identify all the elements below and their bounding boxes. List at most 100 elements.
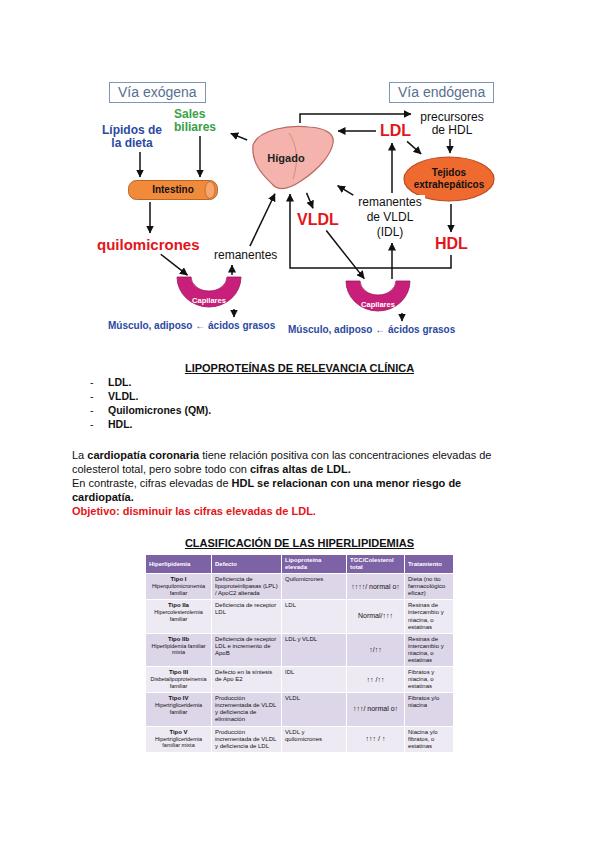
- flow-arrow: [233, 309, 235, 317]
- pathway-box: Vía endógena: [389, 82, 494, 103]
- cell-text: Resinas de intercambio y niacina, o esta…: [408, 636, 450, 664]
- cell-text: ↑/↑↑: [350, 646, 401, 654]
- remnant-label: remanentes: [212, 248, 279, 262]
- header-text: TGC/Colesterol total: [350, 557, 394, 570]
- table-cell: Tipo IIaHipercolesterolemia familiar: [146, 600, 212, 633]
- table-row: Tipo IVHipertrigliceridemia familiarProd…: [146, 693, 454, 726]
- pathway-box: Vía exógena: [109, 82, 206, 103]
- flow-arrow: [391, 143, 393, 193]
- bullet-item: -LDL.: [90, 376, 131, 389]
- flow-arrow: [407, 141, 421, 154]
- table-cell: ↑/↑↑: [347, 633, 405, 666]
- bullet-mark: -: [90, 418, 108, 431]
- bullet-item: -Quilomicrones (QM).: [90, 404, 211, 417]
- cell-text: Deficiencia de receptor LDL e incremento…: [215, 636, 278, 657]
- tissue-note: Músculo, adiposo ← ácidos grasos: [286, 324, 457, 336]
- table-cell: VLDL y quilomicrones: [282, 726, 347, 752]
- cell-text: Tipo IIb: [149, 636, 208, 643]
- remnant-label-text: remanentes: [214, 248, 277, 262]
- flow-arrow: [231, 133, 247, 140]
- bullet-item: -HDL.: [90, 418, 133, 431]
- capillary-bed-text: Capilares: [192, 296, 226, 305]
- section-heading: CLASIFICACIÓN DE LAS HIPERLIPIDEMIAS: [185, 537, 414, 549]
- table-cell: Deficiencia de receptor LDL e incremento…: [212, 633, 282, 666]
- body-text: La cardiopatía coronaria tiene relación …: [72, 448, 500, 518]
- table-cell: Normal/↑↑↑: [347, 600, 405, 633]
- table-cell: LDL y VLDL: [282, 633, 347, 666]
- cell-text: Quilomicrones: [285, 576, 343, 583]
- bullet-text: VLDL.: [108, 390, 138, 402]
- pathway-box-text: Vía exógena: [118, 84, 197, 101]
- pill-shape: [129, 181, 218, 200]
- cell-text: VLDL: [285, 695, 343, 702]
- table-cell: Tipo IIbHiperlipidemia familiar mixta: [146, 633, 212, 666]
- cell-text: Normal/↑↑↑: [350, 612, 401, 620]
- bile-salts-label: Sales biliares: [172, 108, 228, 134]
- cell-text: ↑↑ /↑↑: [350, 676, 401, 684]
- lipoprotein-label-text: LDL: [380, 122, 411, 140]
- hyperlipidemia-table: Hiperlipidemia Defecto Lipoproteína elevad…: [145, 554, 454, 753]
- cell-text: Producción incrementada de VLDL y defici…: [215, 695, 278, 723]
- cell-text: Deficiencia de lipoproteinlipasas (LPL) …: [215, 576, 278, 597]
- cell-text: Tipo V: [149, 729, 208, 736]
- header-cell: Tratamiento: [405, 555, 454, 574]
- table-cell: Deficiencia de receptor LDL: [212, 600, 282, 633]
- table-cell: ↑↑ /↑↑: [347, 667, 405, 693]
- section-heading: LIPOPROTEÍNAS DE RELEVANCIA CLÍNICA: [185, 362, 414, 374]
- capillary-bed: Capilares: [346, 281, 410, 311]
- table-cell: Dieta (no tto farmacológico eficaz): [405, 574, 454, 600]
- lipoprotein-label: HDL: [433, 235, 470, 253]
- header-text: Tratamiento: [408, 561, 442, 567]
- table-cell: Quilomicrones: [282, 574, 347, 600]
- flow-arrow: [290, 194, 451, 268]
- table-cell: Fibratos y niacina, o estatinas: [405, 667, 454, 693]
- table-cell: VLDL: [282, 693, 347, 726]
- bullet-text: Quilomicrones (QM).: [108, 404, 211, 416]
- flow-arrow: [449, 139, 451, 153]
- table-cell: ↑↑↑/ normal o↑: [347, 693, 405, 726]
- cell-text: Disbetalipoproteinemia familiar: [149, 676, 208, 689]
- lipoprotein-label: quilomicrones: [95, 236, 202, 253]
- header-cell: TGC/Colesterol total: [347, 555, 405, 574]
- bullet-text: HDL.: [108, 418, 133, 430]
- table-row: Tipo IIbHiperlipidemia familiar mixtaDef…: [146, 633, 454, 666]
- lipoprotein-label-text: quilomicrones: [97, 236, 200, 253]
- tissue-note-text: Músculo, adiposo ← ácidos grasos: [108, 320, 275, 332]
- header-cell: Hiperlipidemia: [146, 555, 212, 574]
- section-heading-row: LIPOPROTEÍNAS DE RELEVANCIA CLÍNICA: [0, 361, 599, 375]
- header-cell: Lipoproteína elevada: [282, 555, 347, 574]
- lipoprotein-label-text: VLDL: [297, 211, 339, 229]
- table-cell: LDL: [282, 600, 347, 633]
- cell-text: Deficiencia de receptor LDL: [215, 602, 278, 616]
- paragraph-run: cifras altas de LDL.: [250, 463, 351, 475]
- cell-text: Resinas de intercambio y niacina, o esta…: [408, 602, 450, 630]
- header-text: Defecto: [215, 561, 237, 567]
- cell-text: Hipercolesterolemia familiar: [149, 609, 208, 622]
- cell-text: Dieta (no tto farmacológico eficaz): [408, 576, 450, 597]
- bowl-shape: [346, 281, 410, 311]
- header-text: Hiperlipidemia: [149, 561, 190, 567]
- section-heading-row: CLASIFICACIÓN DE LAS HIPERLIPIDEMIAS: [0, 536, 599, 550]
- table-cell: Deficiencia de lipoproteinlipasas (LPL) …: [212, 574, 282, 600]
- table-cell: Resinas de intercambio y niacina, o esta…: [405, 633, 454, 666]
- cell-text: Hiperlipidemia familiar mixta: [149, 643, 208, 656]
- table-cell: Tipo IHiperquilomicronemia familiar: [146, 574, 212, 600]
- tissue-note-text: Músculo, adiposo ← ácidos grasos: [288, 324, 455, 336]
- remnant-label-text: remanentes de VLDL (IDL): [357, 195, 423, 240]
- table-cell: Producción incrementada de VLDL y defici…: [212, 726, 282, 752]
- flow-arrow: [450, 204, 452, 232]
- cell-text: Hipertrigliceridemia familiar: [149, 702, 208, 715]
- cell-text: Producción incrementada de VLDL y defici…: [215, 729, 278, 750]
- table-cell: Fibratos y/o niacina: [405, 693, 454, 726]
- flow-arrow: [161, 254, 188, 275]
- paragraph-run: La: [72, 449, 84, 461]
- bullet-mark: -: [90, 404, 108, 417]
- bullet-mark: -: [90, 376, 108, 389]
- liver-organ: Hígado: [249, 125, 335, 191]
- intestine-box-text: Intestino: [152, 184, 194, 196]
- flow-arrow: [231, 265, 233, 275]
- cell-text: Niacina y/o fibratos, o estatinas: [408, 729, 450, 750]
- table-cell: Resinas de intercambio y niacina, o esta…: [405, 600, 454, 633]
- paragraph-run: Objetivo: disminuir las cifras elevadas …: [72, 505, 316, 517]
